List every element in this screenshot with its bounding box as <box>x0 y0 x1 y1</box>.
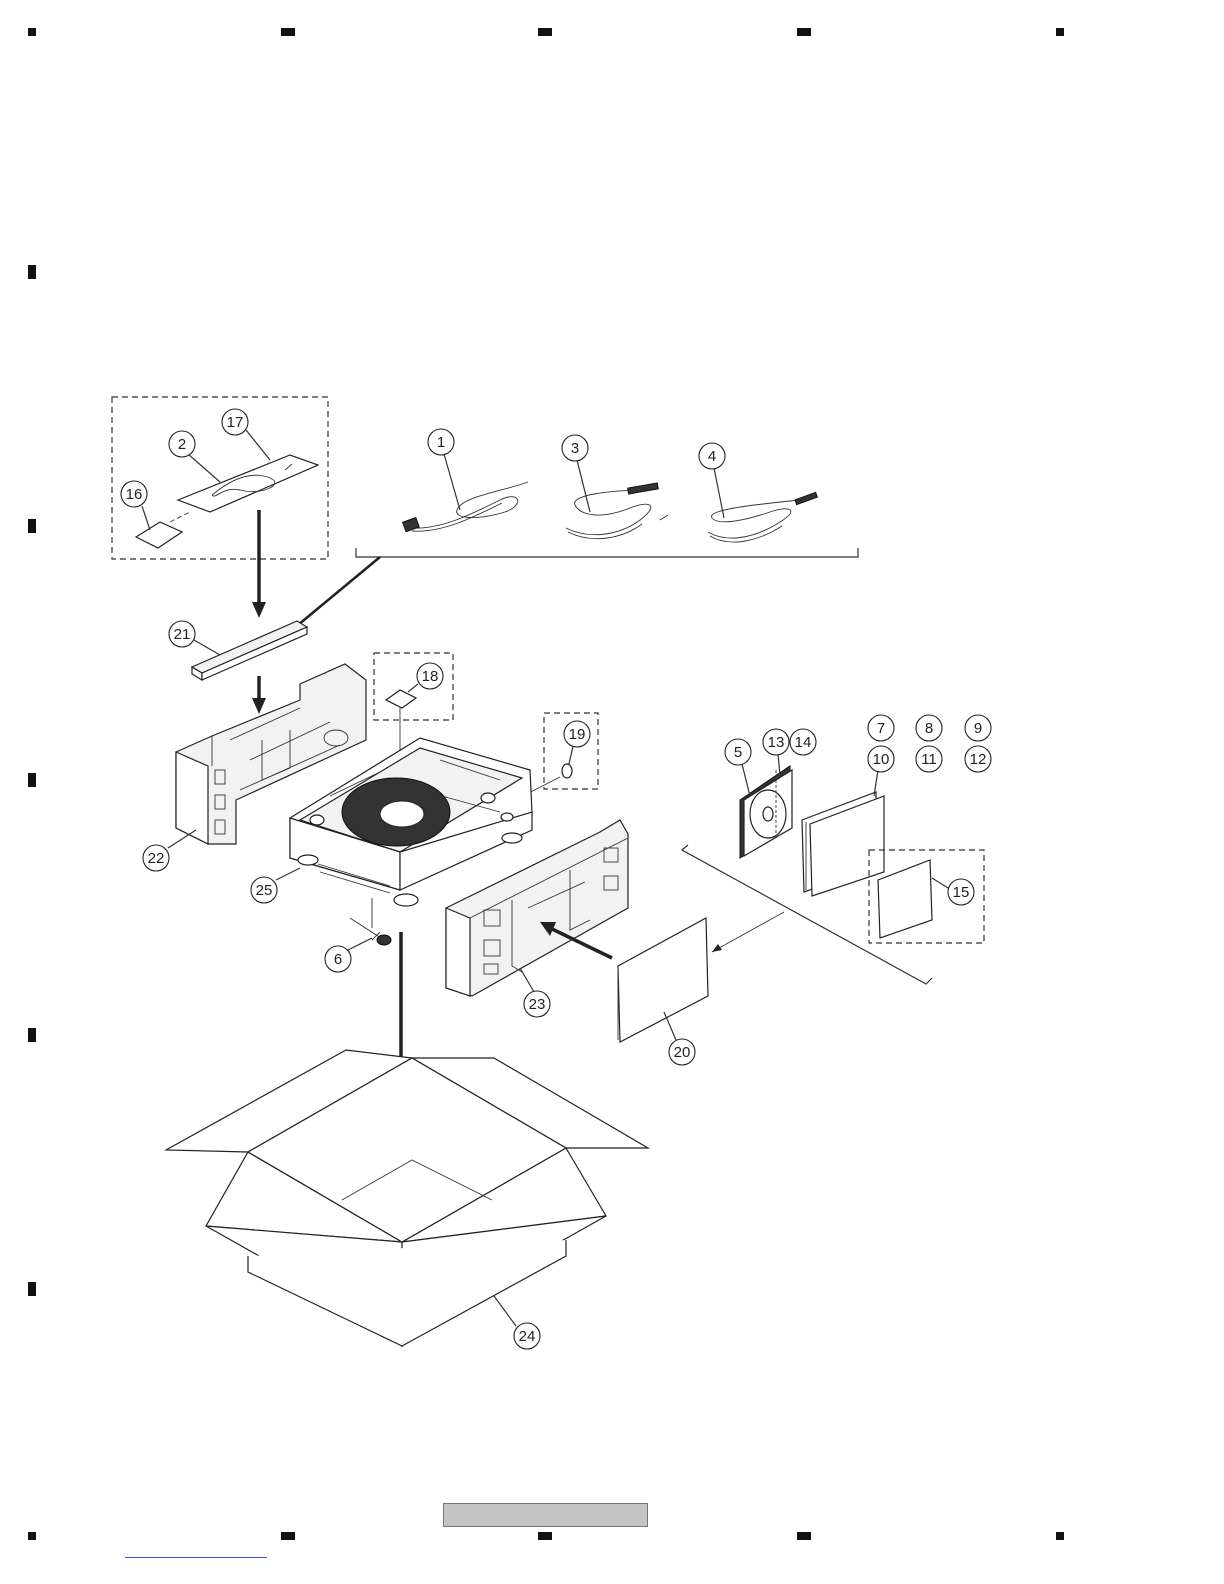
leader-5 <box>742 764 750 796</box>
callout-number: 23 <box>529 996 546 1013</box>
callout-number: 3 <box>571 440 579 457</box>
callout-14: 14 <box>790 729 816 755</box>
callout-11: 11 <box>916 746 942 772</box>
callout-number: 18 <box>422 668 439 685</box>
callout-12: 12 <box>965 746 991 772</box>
callout-25: 25 <box>251 877 277 903</box>
leader-3 <box>577 460 590 512</box>
cable-bracket <box>356 548 858 557</box>
label-group-box <box>374 653 453 720</box>
callout-number: 9 <box>974 720 982 737</box>
callout-6: 6 <box>325 946 351 972</box>
leader-6 <box>348 938 372 950</box>
manual-booklets <box>802 792 884 896</box>
callout-22: 22 <box>143 845 169 871</box>
manual-sheet <box>618 918 708 1042</box>
callout-10: 10 <box>868 746 894 772</box>
leader-15 <box>932 878 948 888</box>
power-cord <box>403 482 528 532</box>
callout-number: 6 <box>334 951 342 968</box>
callout-number: 2 <box>178 436 186 453</box>
cd-sleeve <box>740 766 792 858</box>
warranty-sheet <box>878 860 932 938</box>
callout-number: 21 <box>174 626 191 643</box>
dj-player-unit <box>290 738 532 906</box>
leader-23 <box>520 968 534 992</box>
callout-3: 3 <box>562 435 588 461</box>
footer-link-underline[interactable] <box>125 1557 267 1558</box>
leader-2 <box>188 454 220 482</box>
leader-17 <box>246 430 270 460</box>
arrow-tray-to-pad <box>252 676 266 714</box>
leader-25 <box>276 868 300 880</box>
connector-part <box>350 918 391 945</box>
callout-number: 19 <box>569 726 586 743</box>
callout-number: 15 <box>953 884 970 901</box>
callout-8: 8 <box>916 715 942 741</box>
callout-number: 17 <box>227 414 244 431</box>
callout-7: 7 <box>868 715 894 741</box>
callout-number: 10 <box>873 751 890 768</box>
callout-15: 15 <box>948 879 974 905</box>
callout-17: 17 <box>222 409 248 435</box>
document-bracket-pointer <box>712 912 784 952</box>
callout-2: 2 <box>169 431 195 457</box>
callout-1: 1 <box>428 429 454 455</box>
leader-18 <box>408 684 418 692</box>
callout-number: 25 <box>256 882 273 899</box>
callout-number: 11 <box>921 751 937 768</box>
card-sheet <box>136 512 190 548</box>
callout-19: 19 <box>564 721 590 747</box>
callout-4: 4 <box>699 443 725 469</box>
callout-number: 16 <box>126 486 143 503</box>
callout-number: 5 <box>734 744 742 761</box>
callout-16: 16 <box>121 481 147 507</box>
leader-16 <box>142 506 150 530</box>
callout-24: 24 <box>514 1323 540 1349</box>
callout-number: 20 <box>674 1044 691 1061</box>
packing-carton <box>166 1050 648 1346</box>
cable-bracket-pointer <box>298 557 380 625</box>
callout-5: 5 <box>725 739 751 765</box>
accessory-tray <box>192 621 307 680</box>
callout-number: 14 <box>795 734 812 751</box>
leader-21 <box>194 640 220 655</box>
callout-number: 22 <box>148 850 165 867</box>
leader-4 <box>714 468 724 518</box>
small-part <box>562 764 572 778</box>
leader-1 <box>444 454 460 510</box>
callout-number: 8 <box>925 720 933 737</box>
callout-number: 1 <box>437 434 445 451</box>
callout-13: 13 <box>763 729 789 755</box>
leader-24 <box>494 1296 516 1326</box>
callout-number: 12 <box>970 751 987 768</box>
callout-21: 21 <box>169 621 195 647</box>
callout-23: 23 <box>524 991 550 1017</box>
leader-19 <box>569 746 573 764</box>
leader-13 <box>778 754 780 776</box>
callout-number: 24 <box>519 1328 536 1345</box>
arrow-bag-to-tray <box>252 510 266 618</box>
callout-9: 9 <box>965 715 991 741</box>
callout-number: 4 <box>708 448 716 465</box>
label-sheet <box>386 690 416 708</box>
callout-18: 18 <box>417 663 443 689</box>
callout-number: 7 <box>877 720 885 737</box>
leader-22 <box>168 830 196 848</box>
callout-number: 13 <box>768 734 785 751</box>
audio-video-cable <box>566 483 668 539</box>
callout-20: 20 <box>669 1039 695 1065</box>
page-footer-bar <box>443 1503 648 1527</box>
